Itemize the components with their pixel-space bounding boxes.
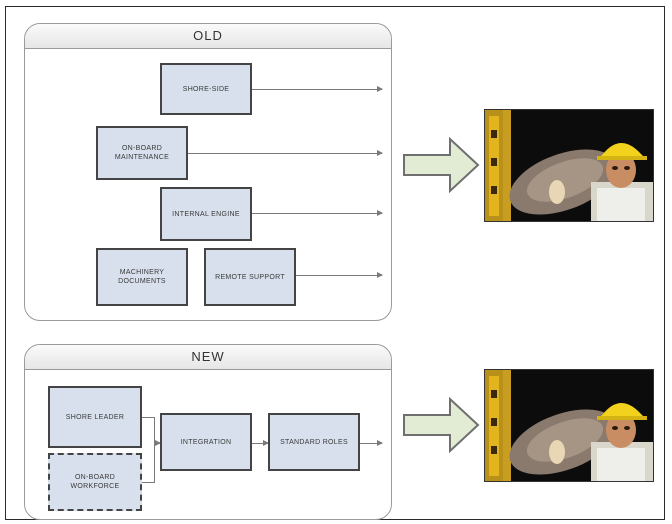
old-box-onboard-maintenance: ON-BOARD MAINTENANCE [96,126,188,180]
old-result-arrow-icon [402,135,480,195]
old-arrow-2 [188,153,382,154]
new-arrow-3 [360,443,382,444]
new-arrow-2 [252,443,268,444]
new-worker-photo [484,369,654,482]
old-arrow-1 [252,89,382,90]
new-box-standard-roles: STANDARD ROLES [268,413,360,471]
new-panel-title: NEW [25,345,391,370]
new-connector-top [142,417,154,418]
new-box-integration: INTEGRATION [160,413,252,471]
old-worker-photo [484,109,654,222]
old-box-machinery-documents: MACHINERY DOCUMENTS [96,248,188,306]
old-box-shore-side: SHORE-SIDE [160,63,252,115]
new-connector-vertical [154,417,155,483]
diagram-frame: OLD SHORE-SIDE ON-BOARD MAINTENANCE INTE… [5,6,665,520]
new-result-arrow-icon [402,395,480,455]
old-box-remote-support: REMOTE SUPPORT [204,248,296,306]
new-box-shore-leader: SHORE LEADER [48,386,142,448]
old-panel-title: OLD [25,24,391,49]
new-box-onboard-workforce: ON-BOARD WORKFORCE [48,453,142,511]
old-box-internal-engine: INTERNAL ENGINE [160,187,252,241]
new-connector-bottom [142,482,154,483]
worker-photo-illustration [485,370,654,482]
worker-photo-illustration [485,110,654,222]
old-arrow-4 [296,275,382,276]
old-arrow-3 [252,213,382,214]
